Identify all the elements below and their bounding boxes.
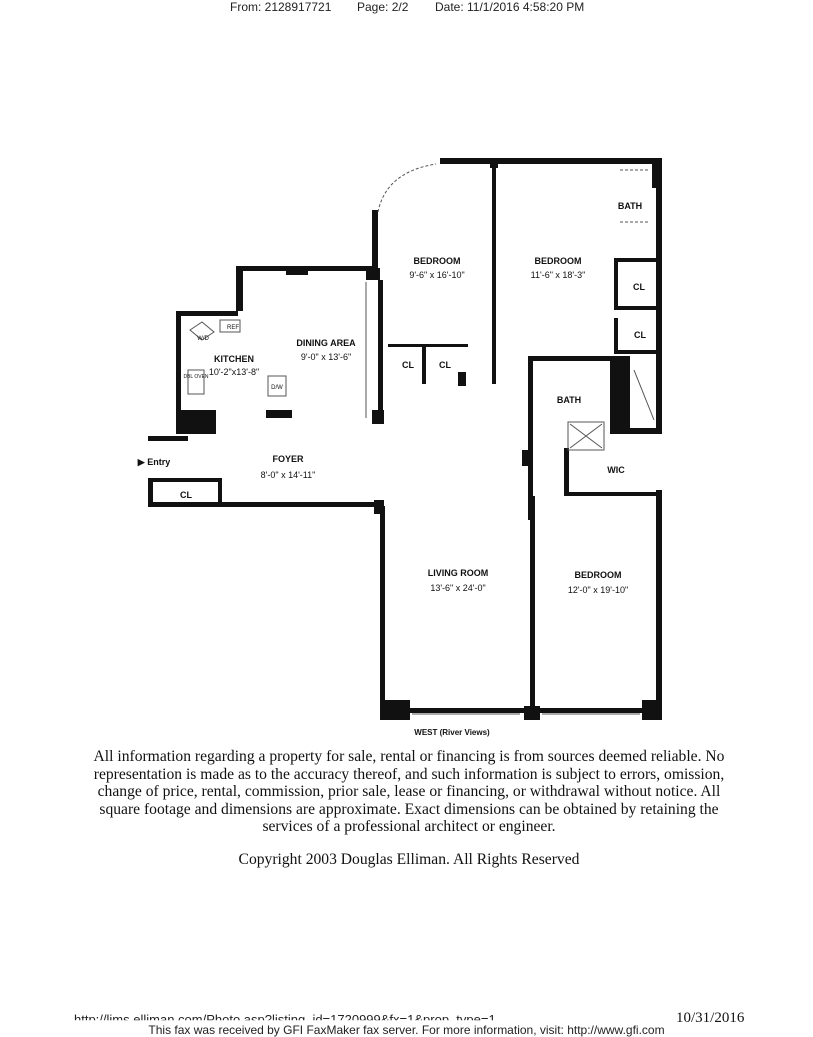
- closet-label: CL: [634, 330, 646, 340]
- living-room-dims: 13'-6" x 24'-0": [430, 583, 485, 593]
- closet-label: CL: [439, 360, 451, 370]
- fax-footer: This fax was received by GFI FaxMaker fa…: [148, 1023, 665, 1037]
- fax-page: Page: 2/2: [357, 0, 409, 14]
- bedroom1-name: BEDROOM: [414, 256, 461, 266]
- disclaimer-text: All information regarding a property for…: [93, 748, 725, 835]
- kitchen-name: KITCHEN: [214, 354, 254, 364]
- dining-dims: 9'-0" x 13'-6": [301, 352, 351, 362]
- bedroom1-dims: 9'-6" x 16'-10": [409, 270, 464, 280]
- room-labels: BEDROOM 9'-6" x 16'-10" BEDROOM 11'-6" x…: [137, 201, 647, 737]
- west-label: WEST (River Views): [414, 728, 490, 737]
- bedroom2-dims: 11'-6" x 18'-3": [531, 270, 586, 280]
- bedroom2-name: BEDROOM: [535, 256, 582, 266]
- wic-label: WIC: [607, 465, 625, 475]
- kitchen-dims: 10'-2"x13'-8": [209, 367, 259, 377]
- fax-date: Date: 11/1/2016 4:58:20 PM: [435, 0, 585, 14]
- bedroom3-dims: 12'-0" x 19'-10": [568, 585, 628, 595]
- ref-label: REF: [227, 325, 239, 331]
- wd-label: W/D: [197, 336, 209, 342]
- dw-label: D/W: [271, 385, 283, 391]
- foyer-name: FOYER: [272, 454, 304, 464]
- closet-label: CL: [633, 282, 645, 292]
- bath-middle-label: BATH: [557, 395, 581, 405]
- oven-label: DBL OVEN: [183, 374, 208, 380]
- living-room-name: LIVING ROOM: [428, 568, 489, 578]
- window-marks: [187, 163, 655, 715]
- bath-top-label: BATH: [618, 201, 642, 211]
- closet-label: CL: [402, 360, 414, 370]
- walls: [148, 158, 662, 720]
- footer-date: 10/31/2016: [676, 1010, 745, 1026]
- closet-label: CL: [180, 490, 192, 500]
- listing-url: http://lims.elliman.com/Photo.asp?listin…: [74, 1012, 496, 1027]
- foyer-dims: 8'-0" x 14'-11": [261, 470, 316, 480]
- copyright-text: Copyright 2003 Douglas Elliman. All Righ…: [238, 851, 580, 868]
- entry-label: ▶ Entry: [137, 457, 170, 467]
- fax-header: From: 2128917721 Page: 2/2 Date: 11/1/20…: [0, 0, 813, 16]
- floor-plan: BEDROOM 9'-6" x 16'-10" BEDROOM 11'-6" x…: [137, 158, 662, 737]
- dining-name: DINING AREA: [296, 338, 356, 348]
- fax-from: From: 2128917721: [230, 0, 332, 14]
- bedroom3-name: BEDROOM: [575, 570, 622, 580]
